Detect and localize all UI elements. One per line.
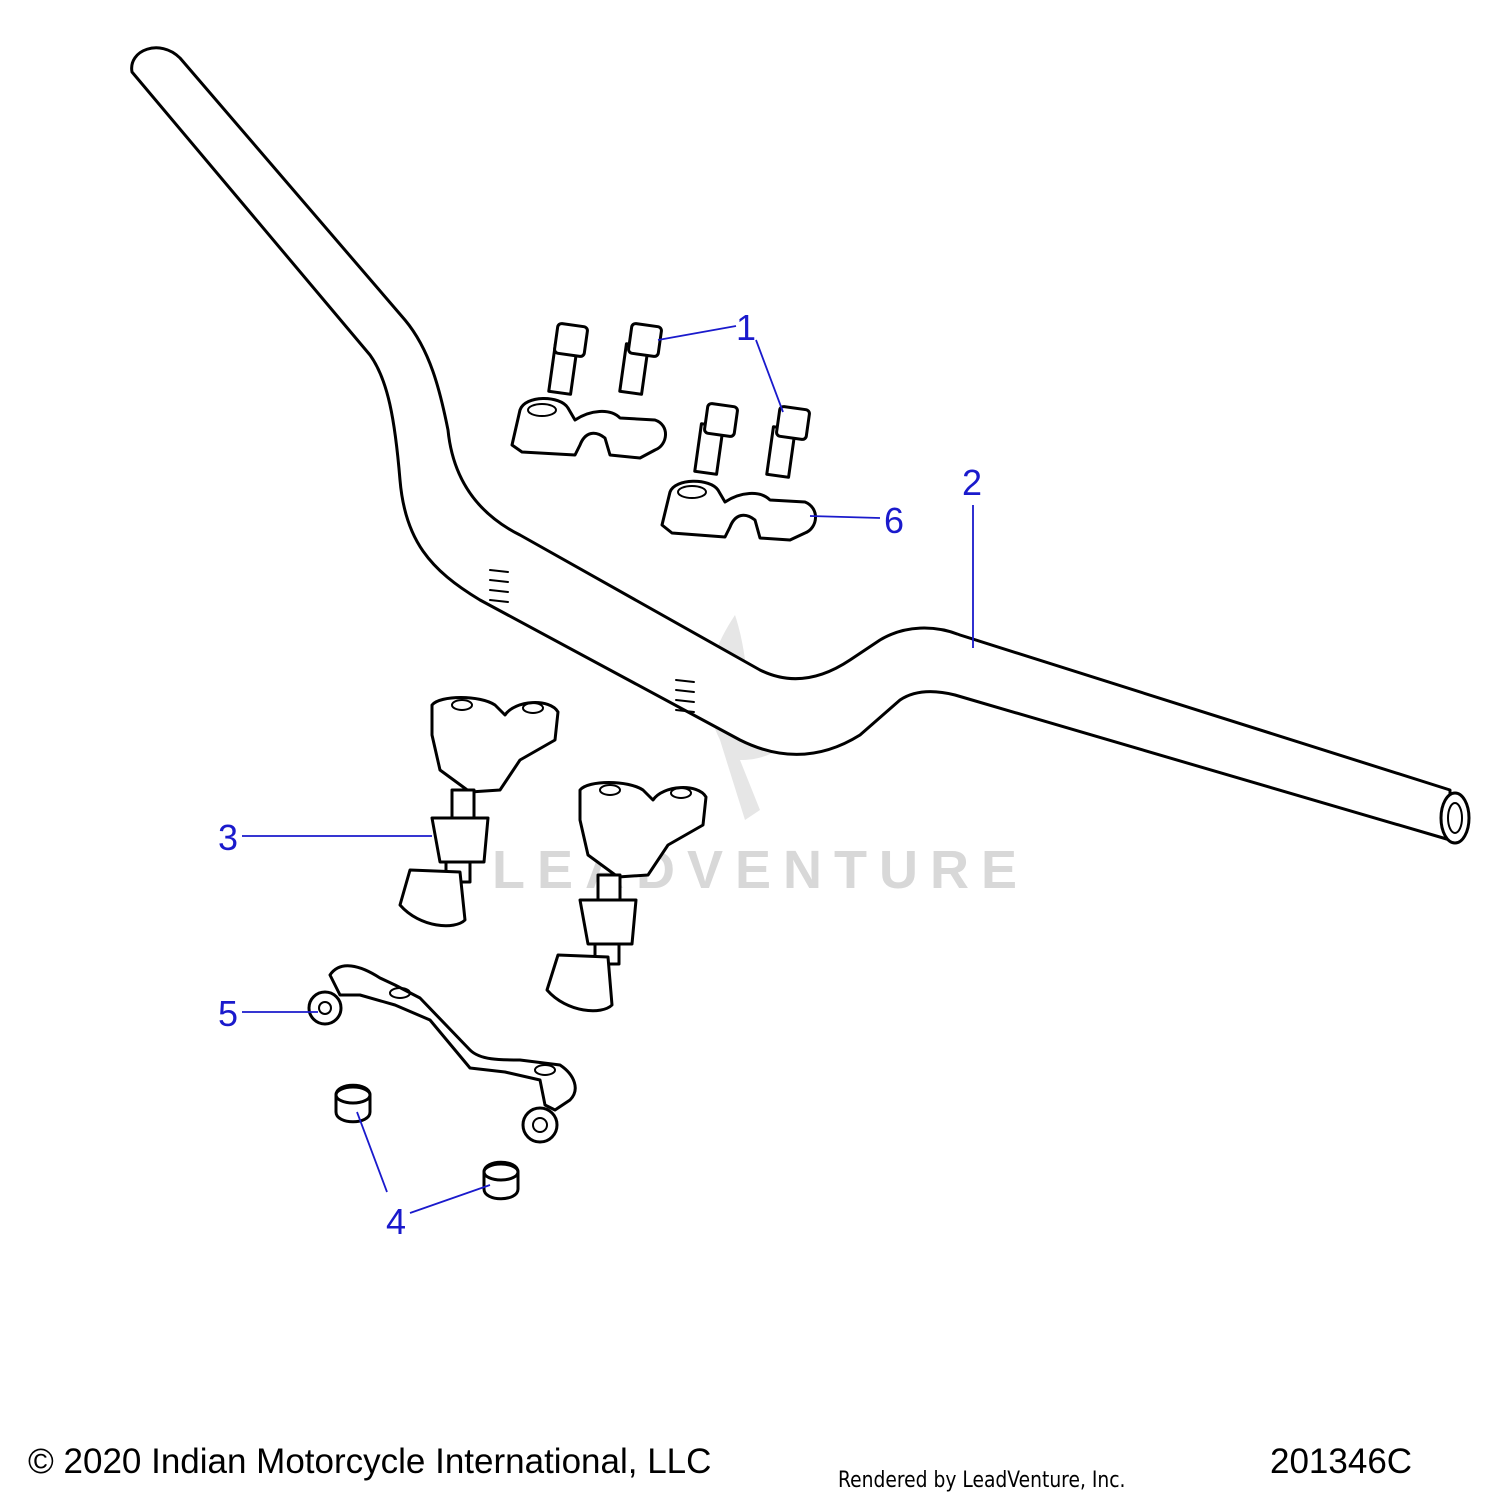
copyright-notice: © 2020 Indian Motorcycle International, … bbox=[28, 1442, 712, 1481]
drawing-number: 201346C bbox=[1270, 1442, 1413, 1481]
nuts-part bbox=[334, 1083, 520, 1201]
riser-icon bbox=[545, 781, 708, 1013]
callouts: 1 2 3 4 5 6 bbox=[218, 307, 982, 1242]
leader-1a bbox=[657, 325, 737, 341]
clamp-icon bbox=[510, 397, 667, 460]
bracket-eye-right bbox=[521, 1106, 559, 1144]
bolt-icon bbox=[693, 402, 739, 476]
callout-5: 5 bbox=[218, 993, 238, 1034]
nut-icon bbox=[482, 1160, 520, 1201]
leader-4a bbox=[356, 1111, 388, 1193]
leader-lines bbox=[242, 325, 974, 1214]
leader-6 bbox=[809, 515, 881, 519]
bracket-hole bbox=[389, 987, 411, 999]
handlebar-icon bbox=[130, 46, 1452, 842]
handlebar-end-inner bbox=[1447, 802, 1463, 834]
knurl-marks bbox=[489, 569, 695, 713]
bolt-icon bbox=[765, 405, 811, 479]
clamp-icon bbox=[660, 479, 817, 542]
rendered-by-credit: Rendered by LeadVenture, Inc. bbox=[838, 1468, 1126, 1493]
handlebar-part bbox=[130, 46, 1471, 845]
bracket-part bbox=[307, 964, 577, 1144]
callout-4: 4 bbox=[386, 1201, 406, 1242]
bracket-icon bbox=[328, 964, 577, 1112]
bolts-part bbox=[547, 322, 811, 479]
callout-6: 6 bbox=[884, 500, 904, 541]
handlebar-end-icon bbox=[1439, 791, 1471, 845]
bolt-icon bbox=[618, 322, 663, 396]
risers-part bbox=[398, 696, 708, 1013]
callout-3: 3 bbox=[218, 817, 238, 858]
riser-icon bbox=[398, 696, 560, 928]
clamp-hole bbox=[527, 403, 557, 417]
callout-1: 1 bbox=[736, 307, 756, 348]
clamp-hole bbox=[677, 485, 707, 499]
callout-2: 2 bbox=[962, 462, 982, 503]
bracket-hole bbox=[534, 1064, 556, 1076]
leader-4b bbox=[409, 1184, 491, 1214]
watermark-text: LEADVENTURE bbox=[492, 840, 1029, 900]
leader-1b bbox=[755, 339, 784, 413]
nut-icon bbox=[334, 1083, 372, 1124]
bracket-eye-left bbox=[307, 990, 343, 1026]
clamps-part bbox=[510, 397, 817, 542]
bolt-icon bbox=[547, 322, 589, 396]
